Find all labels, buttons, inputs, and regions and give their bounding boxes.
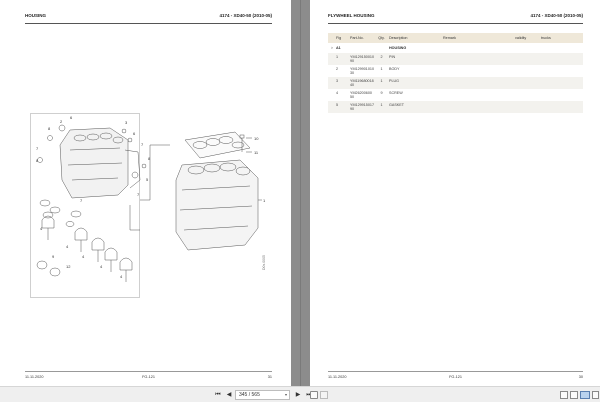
svg-text:7: 7 — [36, 146, 39, 151]
footer-code: FG-121 — [449, 375, 462, 379]
table-row[interactable]: 2 YM129901010 30 1 BODY — [336, 67, 400, 76]
svg-text:4: 4 — [40, 226, 43, 231]
svg-text:6: 6 — [133, 131, 136, 136]
footer-page-number: 30 — [578, 375, 583, 379]
next-page-button[interactable]: ▶ — [295, 392, 301, 398]
footer-code: FG-121 — [142, 375, 155, 379]
svg-text:7: 7 — [141, 142, 144, 147]
footer-divider — [25, 371, 272, 372]
svg-text:4: 4 — [120, 274, 123, 279]
footer-divider — [328, 371, 583, 372]
left-page-footer: 11.11.2020 FG-121 31 — [25, 375, 272, 383]
header-divider — [328, 23, 583, 24]
svg-text:4: 4 — [82, 254, 85, 259]
right-page: FLYWHEEL HOUSING 4174 - XD40-50 (2010-05… — [310, 0, 600, 386]
left-page-model: 4174 - XD40-50 (2010-05) — [219, 13, 272, 18]
svg-text:4: 4 — [100, 264, 103, 269]
last-page-button[interactable]: ⏭ — [306, 392, 312, 398]
right-page-model: 4174 - XD40-50 (2010-05) — [530, 13, 583, 18]
svg-text:2: 2 — [60, 119, 63, 124]
callout-11: 11 — [254, 150, 259, 155]
two-page-view-icon[interactable] — [580, 391, 590, 399]
left-page-header: HOUSING 4174 - XD40-50 (2010-05) — [25, 13, 272, 23]
svg-text:7: 7 — [137, 192, 140, 197]
parts-table: Fig Part-No. Qty. Description Remark val… — [328, 33, 583, 113]
footer-date: 11.11.2020 — [328, 375, 347, 379]
svg-text:3: 3 — [125, 120, 128, 125]
right-page-footer: 11.11.2020 FG-121 30 — [328, 375, 583, 383]
svg-text:5: 5 — [146, 177, 149, 182]
col-part-no: Part-No. — [350, 35, 364, 40]
continuous-view-icon[interactable] — [570, 391, 578, 399]
callout-10: 10 — [254, 136, 259, 141]
right-page-header: FLYWHEEL HOUSING 4174 - XD40-50 (2010-05… — [328, 13, 583, 23]
right-page-title: FLYWHEEL HOUSING — [328, 13, 375, 18]
table-row[interactable]: 3 YM119680018 40 1 PLUG — [328, 77, 583, 89]
previous-page-button[interactable]: ◀ — [226, 392, 232, 398]
left-page-title: HOUSING — [25, 13, 47, 18]
footer-date: 11.11.2020 — [25, 375, 44, 379]
svg-text:7: 7 — [80, 198, 83, 203]
first-page-button[interactable]: ⏮ — [215, 392, 221, 398]
col-qty: Qty. — [378, 36, 385, 40]
page-gutter — [291, 0, 310, 386]
svg-text:8: 8 — [148, 156, 151, 161]
copy-icon[interactable] — [310, 391, 318, 399]
svg-text:8: 8 — [36, 158, 39, 163]
expand-arrow-icon[interactable]: > — [330, 46, 334, 50]
col-description: Description — [389, 36, 408, 40]
footer-page-number: 31 — [267, 375, 272, 379]
table-row[interactable]: 4 YM26200600 50 9 SCREW — [336, 91, 403, 100]
svg-text:4: 4 — [66, 244, 69, 249]
table-row[interactable]: 5 YM129915017 90 1 GASKET — [328, 101, 583, 113]
col-trucks: trucks — [541, 36, 551, 40]
chevron-down-icon[interactable]: ▾ — [284, 392, 287, 397]
single-page-view-icon[interactable] — [560, 391, 568, 399]
col-remark: Remark — [443, 36, 456, 40]
page-number-input[interactable]: 345 / 565 ▾ — [235, 390, 290, 400]
back-icon[interactable] — [320, 391, 328, 399]
group-row[interactable]: > A1 HOUSING — [328, 43, 583, 53]
svg-text:12: 12 — [66, 264, 71, 269]
table-header: Fig Part-No. Qty. Description Remark val… — [328, 33, 583, 43]
page-number-value: 345 / 565 — [239, 392, 260, 398]
table-row[interactable]: 1 YM129150010 90 2 PIN — [328, 53, 583, 65]
detail-frame — [30, 113, 140, 298]
col-fig: Fig — [336, 36, 342, 40]
svg-text:8: 8 — [48, 126, 51, 131]
header-divider — [25, 23, 272, 24]
callout-1: 1 — [263, 198, 266, 203]
navigation-toolbar: ⏮ ◀ 345 / 565 ▾ ▶ ⏭ — [0, 386, 600, 402]
two-page-continuous-view-icon[interactable] — [592, 391, 599, 399]
left-page: HOUSING 4174 - XD40-50 (2010-05) — [0, 0, 291, 386]
svg-text:9: 9 — [52, 254, 55, 259]
col-validity: validity — [515, 36, 527, 40]
engine-block-drawing: 10 11 1 26 836 785 787 7 444 44 912 — [36, 115, 266, 282]
svg-text:6: 6 — [70, 115, 73, 120]
drawing-reference: D0s.0005 — [262, 255, 266, 270]
